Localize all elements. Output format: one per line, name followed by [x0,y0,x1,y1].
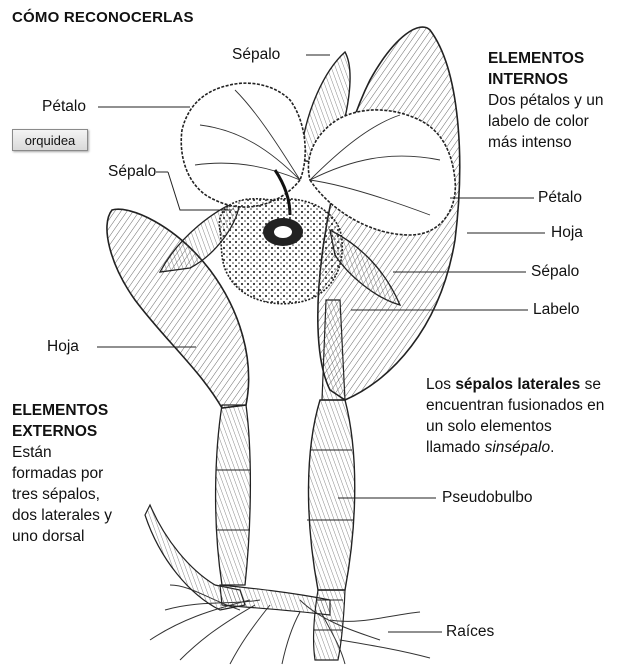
note-line-4-pre: llamado [426,439,485,456]
external-elements-block: ELEMENTOS EXTERNOS Están formadas por tr… [12,400,112,548]
note-line-1-pre: Los [426,376,455,393]
label-pseudobulbo: Pseudobulbo [442,487,533,508]
note-line-4: llamado sinsépalo. [426,437,604,458]
petal-left [181,83,305,207]
orquidea-button[interactable]: orquidea [12,129,88,151]
label-hoja-right: Hoja [551,222,583,243]
external-heading-1: ELEMENTOS [12,400,112,421]
label-petalo-left: Pétalo [42,96,86,117]
label-labelo: Labelo [533,299,580,320]
internal-elements-block: ELEMENTOS INTERNOS Dos pétalos y un labe… [488,48,603,153]
label-sepalo-top: Sépalo [232,44,280,65]
internal-text-2: labelo de color [488,111,603,132]
note-line-2: encuentran fusionados en [426,395,604,416]
external-text-5: uno dorsal [12,526,112,547]
internal-text-3: más intenso [488,132,603,153]
external-text-1: Están [12,442,112,463]
note-line-1-bold: sépalos laterales [455,376,580,393]
label-hoja-left: Hoja [47,336,79,357]
note-line-4-post: . [550,439,554,456]
label-petalo-right: Pétalo [538,187,582,208]
note-line-1: Los sépalos laterales se [426,374,604,395]
label-sepalo-right: Sépalo [531,261,579,282]
labelo-shape [219,199,342,304]
note-line-3: un solo elementos [426,416,604,437]
note-line-1-post: se [580,376,601,393]
internal-heading-1: ELEMENTOS [488,48,603,69]
internal-heading-2: INTERNOS [488,69,603,90]
label-raices: Raíces [446,621,494,642]
note-line-4-em: sinsépalo [485,439,551,456]
label-sepalo-left: Sépalo [108,161,156,182]
external-text-2: formadas por [12,463,112,484]
sinsepalo-note: Los sépalos laterales se encuentran fusi… [426,374,604,458]
page-title: CÓMO RECONOCERLAS [12,9,194,26]
external-text-3: tres sépalos, [12,484,112,505]
external-text-4: dos laterales y [12,505,112,526]
external-heading-2: EXTERNOS [12,421,112,442]
left-stem [216,405,251,585]
internal-text-1: Dos pétalos y un [488,90,603,111]
